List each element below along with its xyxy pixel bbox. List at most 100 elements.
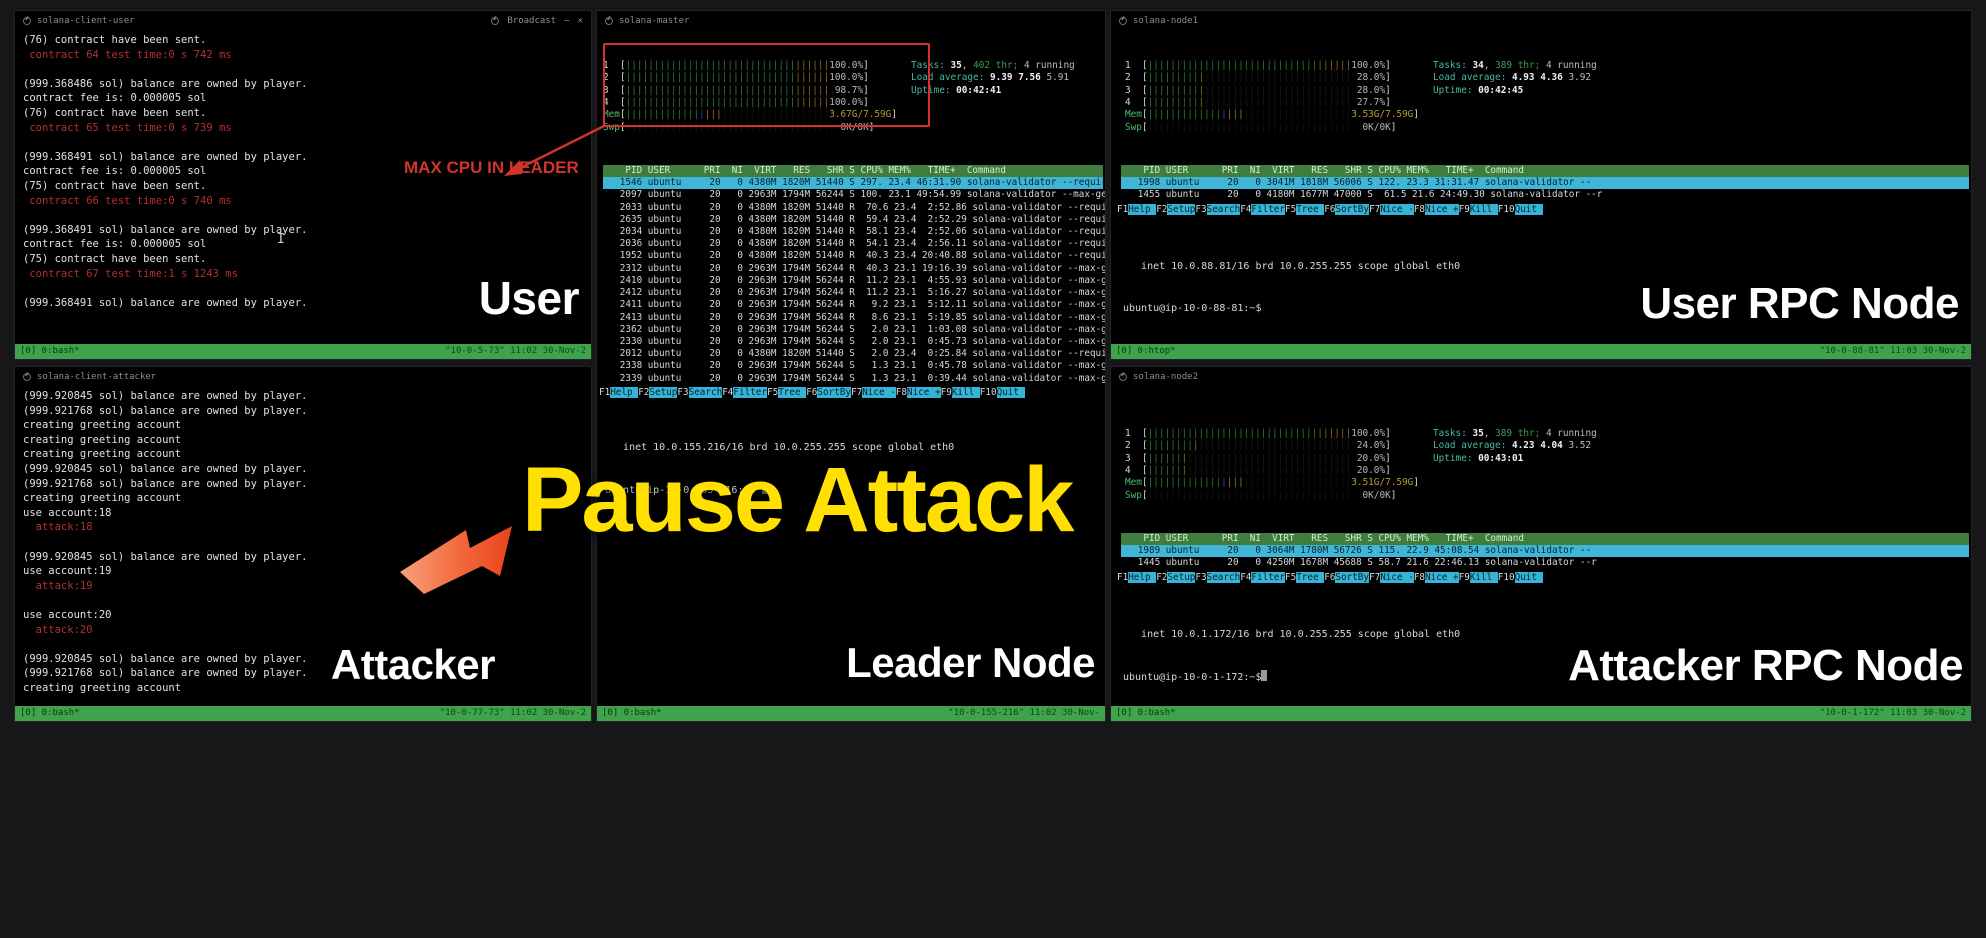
console-line: contract 64 test time:0 s 742 ms	[23, 48, 232, 61]
pane-attacker-console: (999.920845 sol) balance are owned by pl…	[15, 387, 591, 721]
fkey-number: F10	[1497, 571, 1515, 583]
table-row[interactable]: 1546 ubuntu 20 0 4380M 1820M 51440 S 297…	[603, 177, 1106, 190]
htop-load-average: Load average: 4.23 4.04 3.52	[1432, 440, 1592, 452]
table-row[interactable]: 2412 ubuntu 20 0 2963M 1794M 56244 R 11.…	[619, 287, 1105, 299]
fkey-number: F10	[979, 386, 997, 398]
console-line: use account:18	[23, 506, 112, 519]
fkey-label[interactable]: Quit	[1514, 203, 1543, 215]
annotation-pause-attack: Pause Attack	[522, 449, 1074, 551]
table-row[interactable]: 2033 ubuntu 20 0 4380M 1820M 51440 R 70.…	[619, 201, 1106, 213]
fkey-label[interactable]: Nice -	[1380, 571, 1414, 583]
minimize-icon[interactable]: —	[564, 16, 570, 26]
attacker-rpc-ip-output: inet 10.0.1.172/16 brd 10.0.255.255 scop…	[1111, 584, 1971, 713]
table-row[interactable]: 2410 ubuntu 20 0 2963M 1794M 56244 R 11.…	[619, 274, 1105, 286]
fkey-number: F2	[1156, 571, 1168, 583]
tmux-window-list[interactable]: [0] 0:bash*	[20, 708, 80, 718]
fkey-label[interactable]: Nice +	[1425, 203, 1459, 215]
table-row[interactable]: 1989 ubuntu 20 0 3064M 1780M 56726 S 115…	[1121, 545, 1969, 558]
fkey-label[interactable]: Tree	[1296, 203, 1325, 215]
pane-user-title: solana-client-user	[37, 16, 135, 26]
fkey-label[interactable]: Search	[1206, 571, 1241, 583]
fkey-label[interactable]: Kill	[951, 386, 980, 398]
leader-process-table[interactable]: PID USER PRI NI VIRT RES SHR S CPU% MEM%…	[597, 159, 1105, 385]
process-table-header: PID USER PRI NI VIRT RES SHR S CPU% MEM%…	[603, 165, 1103, 178]
cpu-meter: 4 [||||||||||||||||||||||||||||||||||||1…	[603, 97, 869, 109]
leader-cpu-meters: 1 [||||||||||||||||||||||||||||||||||||1…	[603, 60, 897, 134]
pane-attacker[interactable]: solana-client-attacker (999.920845 sol) …	[14, 366, 592, 722]
fkey-label[interactable]: Nice +	[907, 386, 941, 398]
leader-ip-output: inet 10.0.155.216/16 brd 10.0.255.255 sc…	[597, 399, 1105, 526]
table-row[interactable]: 2312 ubuntu 20 0 2963M 1794M 56244 R 40.…	[619, 262, 1105, 274]
table-row[interactable]: 2036 ubuntu 20 0 4380M 1820M 51440 R 54.…	[619, 238, 1106, 250]
fkey-label[interactable]: SortBy	[1335, 203, 1369, 215]
fkey-label[interactable]: Filter	[1251, 203, 1285, 215]
fkey-label[interactable]: Search	[1206, 203, 1241, 215]
fkey-label[interactable]: SortBy	[1335, 571, 1369, 583]
pane-user[interactable]: solana-client-user Broadcast — ✕ (76) co…	[14, 10, 592, 360]
table-row[interactable]: 1455 ubuntu 20 0 4180M 1677M 47000 S 61.…	[1121, 189, 1603, 201]
fkey-label[interactable]: Filter	[733, 386, 767, 398]
attacker-rpc-process-table[interactable]: PID USER PRI NI VIRT RES SHR S CPU% MEM%…	[1111, 527, 1971, 570]
table-row[interactable]: 2411 ubuntu 20 0 2963M 1794M 56244 R 9.2…	[619, 299, 1105, 311]
user-rpc-function-keys[interactable]: F1Help F2SetupF3SearchF4FilterF5Tree F6S…	[1111, 201, 1971, 216]
fkey-number: F9	[1458, 203, 1470, 215]
table-row[interactable]: 2339 ubuntu 20 0 2963M 1794M 56244 S 1.3…	[619, 372, 1105, 384]
table-row[interactable]: 2362 ubuntu 20 0 2963M 1794M 56244 S 2.0…	[619, 323, 1105, 335]
tmux-window-list[interactable]: [0] 0:htop*	[1116, 346, 1176, 356]
fkey-label[interactable]: Nice -	[1380, 203, 1414, 215]
console-line	[23, 62, 583, 77]
fkey-label[interactable]: Nice +	[1425, 571, 1459, 583]
table-row[interactable]: 2034 ubuntu 20 0 4380M 1820M 51440 R 58.…	[619, 226, 1106, 238]
fkey-label[interactable]: Quit	[996, 386, 1025, 398]
pane-user-rpc-title: solana-node1	[1133, 16, 1199, 26]
leader-function-keys[interactable]: F1Help F2SetupF3SearchF4FilterF5Tree F6S…	[597, 384, 1105, 399]
fkey-label[interactable]: Help	[610, 386, 639, 398]
fkey-label[interactable]: SortBy	[817, 386, 851, 398]
pane-attacker-rpc[interactable]: solana-node2 1 [||||||||||||||||||||||||…	[1110, 366, 1972, 722]
fkey-label[interactable]: Setup	[649, 386, 678, 398]
pane-user-broadcast-label: Broadcast	[507, 16, 557, 26]
table-row[interactable]: 1952 ubuntu 20 0 4380M 1820M 51440 R 40.…	[619, 250, 1106, 262]
fkey-label[interactable]: Kill	[1469, 571, 1498, 583]
fkey-label[interactable]: Tree	[1296, 571, 1325, 583]
terminal-icon	[605, 17, 613, 25]
fkey-label[interactable]: Setup	[1167, 571, 1196, 583]
table-row[interactable]: 2635 ubuntu 20 0 4380M 1820M 51440 R 59.…	[619, 213, 1106, 225]
process-table-header: PID USER PRI NI VIRT RES SHR S CPU% MEM%…	[1121, 165, 1969, 178]
fkey-label[interactable]: Nice -	[862, 386, 896, 398]
fkey-number: F3	[677, 386, 689, 398]
table-row[interactable]: 1445 ubuntu 20 0 4250M 1678M 45688 S 58.…	[1121, 557, 1597, 569]
pane-user-tmux-status: [0] 0:bash* "10-0-5-73" 11:02 30-Nov-2	[15, 344, 591, 359]
fkey-label[interactable]: Setup	[1167, 203, 1196, 215]
tmux-window-list[interactable]: [0] 0:bash*	[602, 708, 662, 718]
tmux-window-list[interactable]: [0] 0:bash*	[20, 346, 80, 356]
console-line: (999.368491 sol) balance are owned by pl…	[23, 223, 308, 236]
user-rpc-process-table[interactable]: PID USER PRI NI VIRT RES SHR S CPU% MEM%…	[1111, 159, 1971, 202]
console-line: (999.921768 sol) balance are owned by pl…	[23, 667, 308, 680]
table-row[interactable]: 2012 ubuntu 20 0 4380M 1820M 51440 S 2.0…	[619, 348, 1106, 360]
table-row[interactable]: 2413 ubuntu 20 0 2963M 1794M 56244 R 8.6…	[619, 311, 1105, 323]
fkey-label[interactable]: Help	[1128, 203, 1157, 215]
fkey-label[interactable]: Filter	[1251, 571, 1285, 583]
console-line: creating greeting account	[23, 492, 182, 505]
table-row[interactable]: 2330 ubuntu 20 0 2963M 1794M 56244 S 2.0…	[619, 335, 1105, 347]
attacker-rpc-function-keys[interactable]: F1Help F2SetupF3SearchF4FilterF5Tree F6S…	[1111, 569, 1971, 584]
fkey-label[interactable]: Help	[1128, 571, 1157, 583]
fkey-label[interactable]: Tree	[778, 386, 807, 398]
close-icon[interactable]: ✕	[577, 16, 583, 26]
pane-leader-title: solana-master	[619, 16, 690, 26]
fkey-number: F4	[722, 386, 734, 398]
table-row[interactable]: 1998 ubuntu 20 0 3041M 1818M 56006 S 122…	[1121, 177, 1969, 190]
table-row[interactable]: 2338 ubuntu 20 0 2963M 1794M 56244 S 1.3…	[619, 360, 1105, 372]
fkey-label[interactable]: Quit	[1514, 571, 1543, 583]
tmux-window-list[interactable]: [0] 0:bash*	[1116, 708, 1176, 718]
pane-leader[interactable]: solana-master 1 [|||||||||||||||||||||||…	[596, 10, 1106, 722]
fkey-label[interactable]: Search	[688, 386, 723, 398]
table-row[interactable]: 2097 ubuntu 20 0 2963M 1794M 56244 S 100…	[603, 189, 1106, 201]
fkey-number: F8	[895, 386, 907, 398]
pane-attacker-titlebar: solana-client-attacker	[15, 367, 591, 387]
pane-user-rpc[interactable]: solana-node1 1 [||||||||||||||||||||||||…	[1110, 10, 1972, 360]
fkey-label[interactable]: Kill	[1469, 203, 1498, 215]
pane-attacker-rpc-htop: 1 [||||||||||||||||||||||||||||||||||||1…	[1111, 387, 1971, 527]
